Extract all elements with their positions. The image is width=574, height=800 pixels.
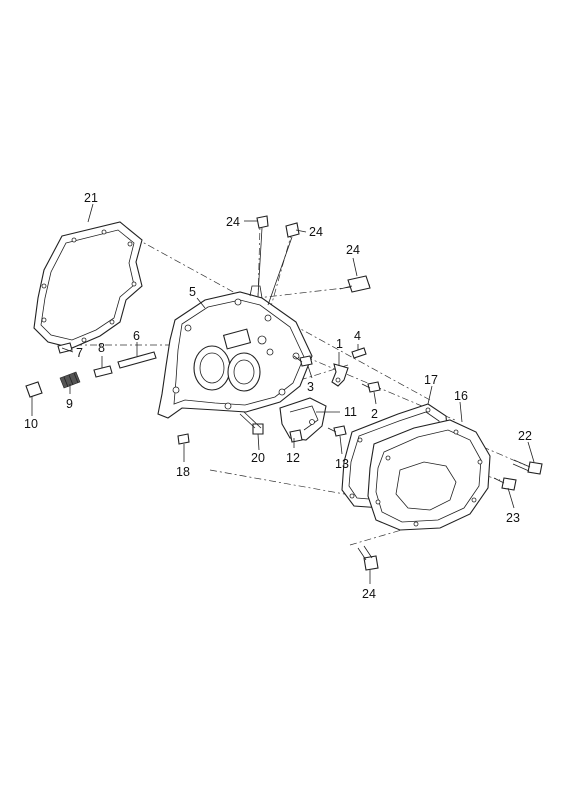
- cap-10: [25, 381, 43, 398]
- callout-1: 1: [336, 337, 343, 351]
- bolts-small: [293, 355, 381, 437]
- callout-10: 10: [24, 417, 38, 431]
- callout-13: 13: [335, 457, 349, 471]
- shafts-and-pins: [25, 342, 157, 398]
- callout-12: 12: [286, 451, 300, 465]
- callout-21: 22: [518, 429, 532, 443]
- callout-4: 4: [354, 329, 361, 343]
- plug-bolts: [256, 215, 371, 306]
- callout-3: 3: [307, 380, 314, 394]
- bolt-20: [239, 411, 264, 435]
- callout-23: 24: [362, 587, 376, 601]
- spring-9: [59, 371, 81, 389]
- arm-and-pin: [331, 347, 367, 387]
- dowel-18: [177, 433, 190, 445]
- callout-8: 8: [98, 341, 105, 355]
- callout-17: 17: [424, 373, 438, 387]
- callout-5: 5: [189, 285, 196, 299]
- callout-9: 9: [66, 397, 73, 411]
- callout-7: 7: [76, 346, 83, 360]
- cover-bolts: [493, 459, 543, 491]
- cover-gasket: [33, 221, 143, 349]
- bolt-23: [357, 545, 379, 571]
- callout-20: 20: [251, 451, 265, 465]
- pin-8: [93, 365, 113, 378]
- callout-2: 2: [371, 407, 378, 421]
- callouts: 21 24 24 24 5 6 7 8 9 10 1 4 3 2 11 12 1…: [24, 191, 532, 601]
- callout-16: 16: [454, 389, 468, 403]
- callout-6: 6: [133, 329, 140, 343]
- callout-18: 18: [176, 465, 190, 479]
- bracket-assembly: [279, 397, 327, 443]
- callout-19: 21: [84, 191, 98, 205]
- shaft-6: [117, 351, 157, 369]
- callout-11: 11: [344, 405, 357, 419]
- callout-24-upper: 24: [346, 243, 360, 257]
- callout-24-right: 24: [309, 225, 323, 239]
- callout-22: 23: [506, 511, 520, 525]
- crankcase-cover: [157, 285, 313, 419]
- callout-24-left: 24: [226, 215, 240, 229]
- outer-cover: [367, 419, 491, 531]
- leader-lines: [31, 203, 535, 584]
